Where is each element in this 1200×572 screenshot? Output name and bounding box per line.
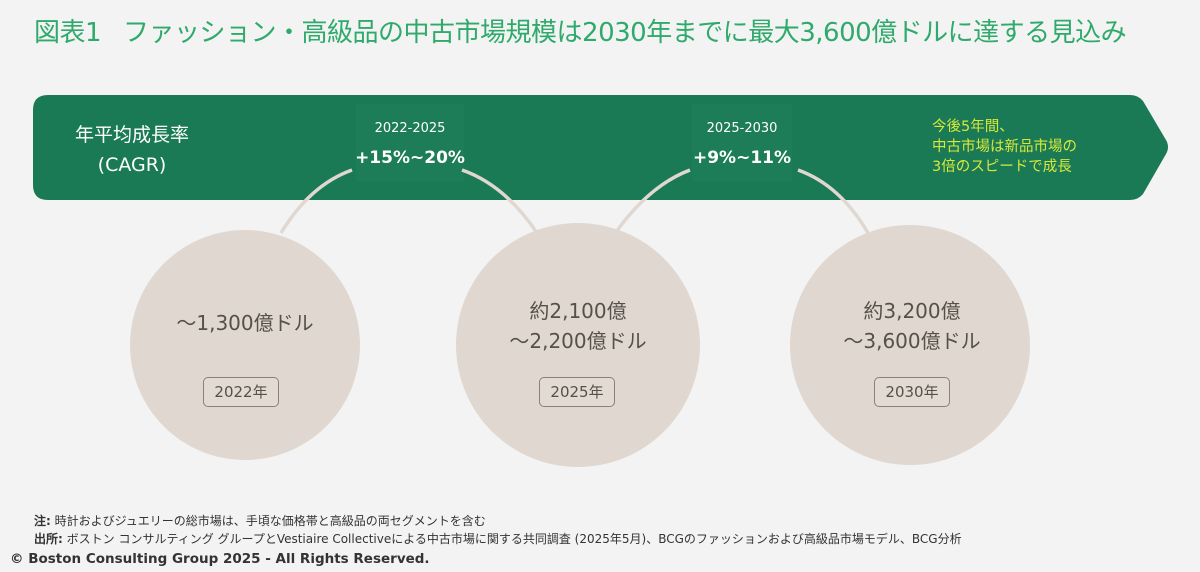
value-line2: ～2,200億ドル xyxy=(509,329,647,353)
connector-arc-1-left xyxy=(279,168,353,234)
period-years: 2022-2025 xyxy=(374,121,446,136)
circle-2022 xyxy=(130,230,360,460)
period-2025-2030: 2025-2030 +9%~11% xyxy=(677,120,807,170)
connector-arc-1-right xyxy=(461,168,539,234)
period-2022-2025: 2022-2025 +15%~20% xyxy=(345,120,475,170)
cagr-label: 年平均成長率 (CAGR) xyxy=(62,120,202,180)
value-line1: 約2,100億 xyxy=(529,299,627,323)
highlight-line: 中古市場は新品市場の xyxy=(932,139,1077,155)
figure-label: 図表1 xyxy=(34,18,102,48)
period-rate: +9%~11% xyxy=(692,148,792,168)
copyright: © Boston Consulting Group 2025 - All Rig… xyxy=(10,551,430,567)
period-years: 2025-2030 xyxy=(706,121,778,136)
market-size-2022: ～1,300億ドル xyxy=(145,308,345,338)
note-label: 注: xyxy=(34,514,51,528)
circle-2030 xyxy=(790,225,1030,465)
cagr-label-line1: 年平均成長率 xyxy=(74,124,189,146)
cagr-label-line2: (CAGR) xyxy=(97,154,167,176)
value-line1: 約3,200億 xyxy=(863,299,961,323)
source-label: 出所: xyxy=(34,532,63,546)
note-text: 時計およびジュエリーの総市場は、手頃な価格帯と高級品の両セグメントを含む xyxy=(50,514,486,528)
source-text: ボストン コンサルティング グループとVestiaire Collectiveに… xyxy=(62,532,962,546)
period-tab-2 xyxy=(692,104,792,182)
growth-highlight-note: 今後5年間、 中古市場は新品市場の 3倍のスピードで成長 xyxy=(932,117,1077,177)
circle-2025 xyxy=(456,223,700,467)
footnote-note: 注: 時計およびジュエリーの総市場は、手頃な価格帯と高級品の両セグメントを含む xyxy=(34,512,486,529)
market-size-2030: 約3,200億 ～3,600億ドル xyxy=(812,296,1012,356)
cagr-banner-arrow xyxy=(33,95,1168,200)
highlight-line: 3倍のスピードで成長 xyxy=(932,159,1072,175)
year-badge-2030: 2030年 xyxy=(874,377,950,407)
title-text: ファッション・高級品の中古市場規模は2030年までに最大3,600億ドルに達する… xyxy=(123,18,1127,48)
period-rate: +15%~20% xyxy=(355,148,465,168)
year-badge-2022: 2022年 xyxy=(203,377,279,407)
page-title: 図表1 ファッション・高級品の中古市場規模は2030年までに最大3,600億ドルに… xyxy=(34,12,1127,49)
market-size-2025: 約2,100億 ～2,200億ドル xyxy=(478,296,678,356)
footnote-source: 出所: ボストン コンサルティング グループとVestiaire Collect… xyxy=(34,530,962,547)
connector-arc-2-left xyxy=(614,168,691,234)
highlight-line: 今後5年間、 xyxy=(932,119,1014,135)
value-line2: ～3,600億ドル xyxy=(843,329,981,353)
connector-arc-2-right xyxy=(797,168,870,234)
value-line1: ～1,300億ドル xyxy=(176,311,314,335)
year-badge-2025: 2025年 xyxy=(539,377,615,407)
period-tab-1 xyxy=(356,104,464,182)
